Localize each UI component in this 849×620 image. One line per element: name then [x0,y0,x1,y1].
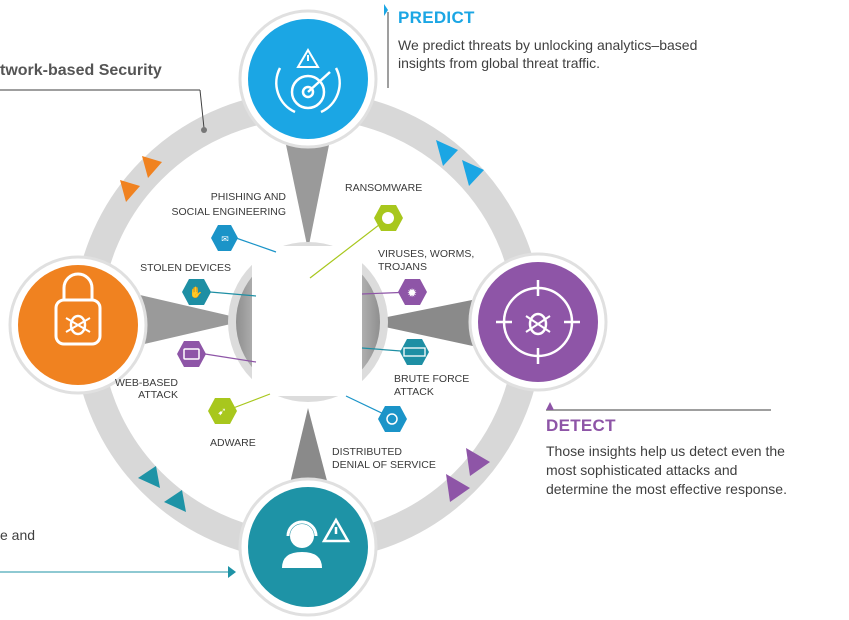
ring-arrows [120,140,490,512]
arrow-blue-1 [436,140,458,166]
arrow-orange-1 [120,180,140,202]
ddos-glyph-icon [386,413,398,425]
predict-node [238,9,378,149]
stolen-link-line [209,291,257,297]
protect-connector [140,295,248,345]
ransomware-link-line [309,217,389,279]
viruses-hex-icon [398,279,427,305]
predict-callout-marker [384,4,388,16]
predict-connector [285,140,330,250]
brute-force-label-line2: ATTACK [394,386,434,398]
detect-node [468,252,608,392]
security-callout-drop [199,89,205,129]
keyboard-glyph-icon [183,348,200,360]
respond-callout-arrow [228,566,236,578]
respond-node [238,477,378,617]
respond-node-fill [248,487,368,607]
phishing-link-line [235,237,277,253]
viruses-label-line2: TROJANS [378,261,428,273]
ddos-label-line2: DENIAL OF SERVICE [332,459,436,471]
detect-node-fill [478,262,598,382]
web-attack-hex-icon [177,341,206,367]
phishing-hex-icon [211,225,238,251]
adware-hex-icon [208,398,237,424]
detect-title: DETECT [546,416,616,435]
web-link-line [204,353,257,363]
detect-callout-arrow [546,402,554,410]
web-attack-label-line1: WEB-BASED [114,377,178,389]
phishing-label-line1: PHISHING AND [210,191,286,203]
network-security-label: twork-based Security [0,62,162,79]
respond-fragment: e and [0,527,36,543]
phishing-glyph-icon: ✉ [221,234,229,244]
arrow-purple-1 [466,448,490,476]
arrow-purple-2 [446,474,470,502]
predict-description-line2: insights from global threat traffic. [398,55,601,71]
ransomware-glyph-icon [382,212,394,224]
arrow-orange-2 [142,156,162,178]
center-hub-panel [252,246,362,396]
arrow-blue-2 [462,160,484,186]
detect-description-line3: determine the most effective response. [546,481,787,497]
cursor-glyph-icon: ➹ [217,405,226,418]
password-field-glyph-icon [403,347,426,357]
stolen-devices-glyph-icon: ✋ [189,286,203,299]
virus-glyph-icon: ✹ [407,286,417,300]
ransomware-label: RANSOMWARE [345,182,423,194]
stolen-devices-label: STOLEN DEVICES [140,262,231,274]
protect-node [8,255,148,395]
security-callout-dot [201,127,207,133]
stolen-devices-hex-icon [182,279,211,305]
detect-connector [362,298,482,348]
threat-icons: ✉ ✋ ✹ ➹ [177,205,429,432]
predict-node-fill [248,19,368,139]
adware-label: ADWARE [210,437,256,449]
brute-force-hex-icon [400,339,429,365]
radar-warning-icon [275,48,341,114]
detect-description-line1: Those insights help us detect even the [546,443,785,459]
predict-description-line1: We predict threats by unlocking analytic… [398,37,698,53]
arrow-teal-1 [138,466,160,488]
ddos-hex-icon [378,406,407,432]
padlock-bug-icon [54,272,102,346]
ddos-label-line1: DISTRIBUTED [332,446,403,458]
web-attack-label-line2: ATTACK [138,389,178,401]
brute-force-label-line1: BRUTE FORCE [394,373,470,385]
respond-connector [286,408,332,500]
predict-title: PREDICT [398,8,475,27]
detect-description-line2: most sophisticated attacks and [546,462,738,478]
phishing-label-line2: SOCIAL ENGINEERING [171,206,286,218]
arrow-teal-2 [164,490,186,512]
viruses-label-line1: VIRUSES, WORMS, [378,248,475,260]
callout-lines [0,4,771,578]
headset-agent-warning-icon [282,517,351,568]
crosshair-bug-icon [496,280,580,364]
